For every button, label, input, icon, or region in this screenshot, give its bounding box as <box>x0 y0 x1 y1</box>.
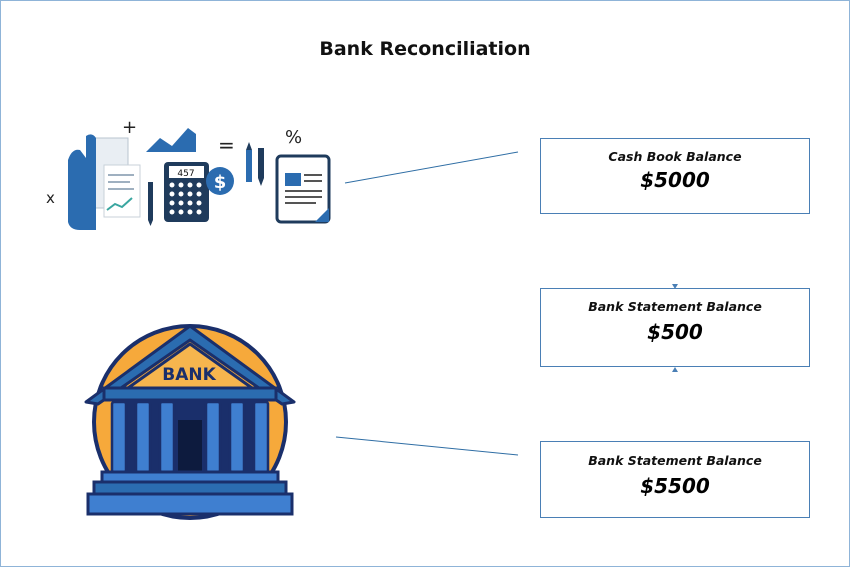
connector-line-finance <box>344 151 519 184</box>
bank-statement-balance-box: Bank Statement Balance $500 <box>540 288 810 367</box>
arrow-up-icon <box>672 367 678 372</box>
growth-chart-icon <box>146 128 196 152</box>
calculator-display: 457 <box>177 169 194 179</box>
box-value: $5000 <box>640 168 710 192</box>
box-label: Bank Statement Balance <box>588 453 762 468</box>
box-label: Bank Statement Balance <box>588 299 762 314</box>
arrow-down-icon <box>672 284 678 289</box>
box-value: $5500 <box>640 474 710 498</box>
times-symbol: x <box>46 189 55 207</box>
equals-symbol: = <box>218 133 235 157</box>
hand-document-icon <box>68 134 153 230</box>
dollar-symbol: $ <box>214 172 227 193</box>
plus-symbol: + <box>122 117 137 138</box>
bank-sign: BANK <box>162 365 216 385</box>
dollar-coin-icon: $ <box>206 167 234 195</box>
calculator-icon: 457 <box>164 162 209 222</box>
connector-line-bank <box>335 436 519 456</box>
adjusted-bank-statement-balance-box: Bank Statement Balance $5500 <box>540 441 810 518</box>
pencil-icon <box>246 142 264 186</box>
box-value: $500 <box>647 320 703 344</box>
diagram-title: Bank Reconciliation <box>319 38 531 60</box>
report-document-icon <box>275 154 331 224</box>
cash-book-balance-box: Cash Book Balance $5000 <box>540 138 810 214</box>
box-label: Cash Book Balance <box>608 149 742 164</box>
percent-symbol: % <box>285 127 302 148</box>
bank-building-icon: BANK <box>84 324 296 520</box>
